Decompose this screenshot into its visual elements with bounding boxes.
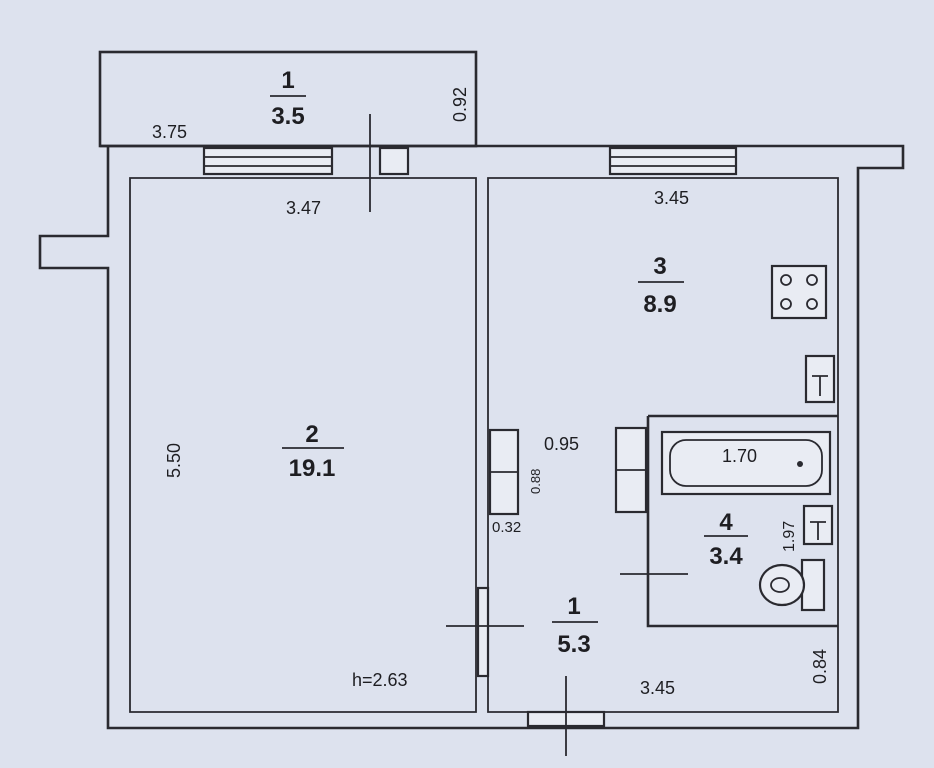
- svg-text:4: 4: [719, 509, 733, 536]
- bathtub-inner: [669, 439, 823, 487]
- svg-text:8.9: 8.9: [643, 291, 676, 318]
- dim-closet-small: 0.32: [492, 519, 521, 536]
- sink-tap-icon: [810, 521, 826, 540]
- window-room2: [202, 146, 334, 176]
- dim-bathroom-depth: 1.97: [781, 521, 798, 552]
- room-2-label: 2 19.1: [282, 421, 344, 482]
- svg-text:5.3: 5.3: [557, 631, 590, 658]
- outer-wall: [38, 144, 905, 730]
- dim-hall-depth: 0.84: [810, 649, 830, 684]
- dim-balcony-depth: 0.92: [450, 87, 470, 122]
- dim-closet-width: 0.95: [544, 434, 579, 454]
- door-room2: [476, 586, 490, 678]
- svg-text:1: 1: [567, 593, 580, 620]
- svg-text:3.4: 3.4: [709, 543, 743, 570]
- bathroom-wall: [646, 414, 838, 628]
- svg-text:3.5: 3.5: [271, 103, 304, 130]
- inner-wall: [129, 177, 477, 713]
- dim-bath-length: 1.70: [722, 446, 757, 466]
- svg-text:2: 2: [305, 421, 318, 448]
- window-kitchen: [608, 146, 738, 176]
- dim-balcony-length: 3.75: [152, 122, 187, 142]
- ceiling-height: h=2.63: [352, 670, 408, 690]
- room-4-label: 4 3.4: [704, 509, 748, 570]
- dim-room2-length: 5.50: [164, 443, 184, 478]
- svg-text:3: 3: [653, 253, 666, 280]
- toilet: [758, 558, 826, 612]
- kitchen-tap-icon: [812, 375, 828, 396]
- dim-kitchen-width: 3.45: [654, 188, 689, 208]
- room-5-label: 1 3.5: [270, 67, 306, 130]
- room-1-label: 1 5.3: [552, 593, 598, 658]
- svg-text:1: 1: [281, 67, 294, 94]
- balcony-door: [378, 146, 410, 176]
- stove: [770, 264, 828, 320]
- bathtub-drain-icon: [797, 461, 803, 467]
- dim-room2-width: 3.47: [286, 198, 321, 218]
- dim-closet-depth: 0.88: [528, 469, 543, 494]
- room-3-label: 3 8.9: [638, 253, 684, 318]
- svg-text:19.1: 19.1: [289, 455, 336, 482]
- right-apartment-inner-wall: [487, 177, 839, 713]
- dim-hall-width: 3.45: [640, 678, 675, 698]
